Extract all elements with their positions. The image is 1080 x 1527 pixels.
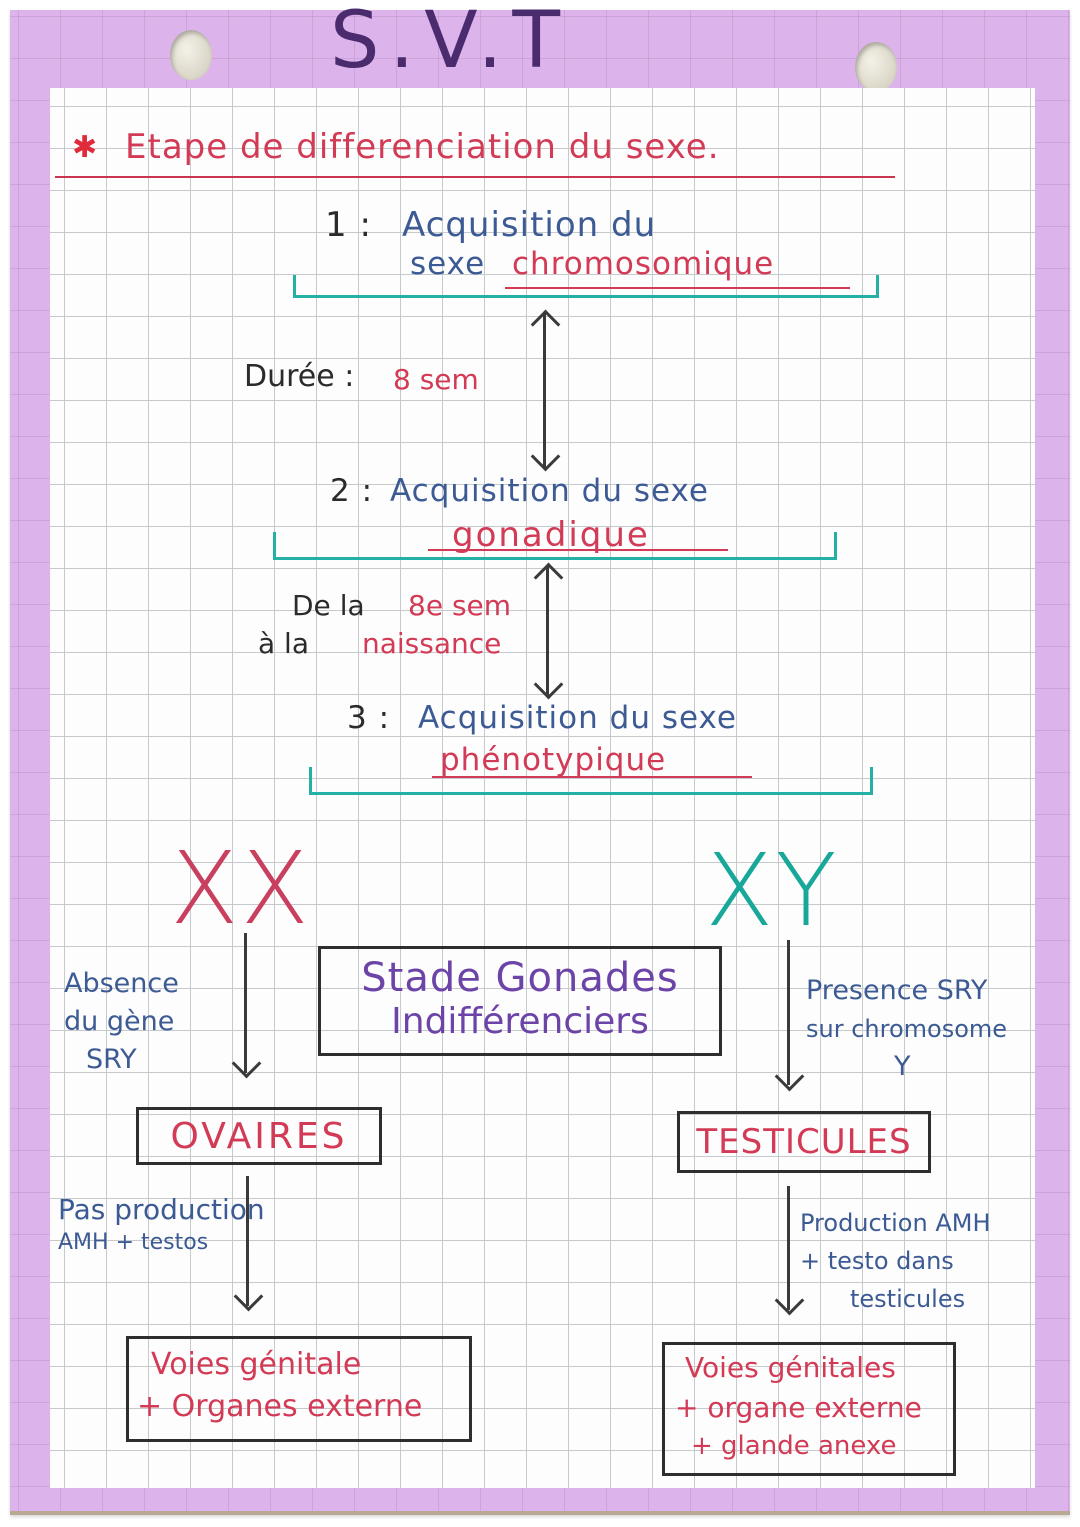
section-heading: Etape de differenciation du sexe.: [125, 127, 720, 167]
ovaries-label: OVAIRES: [170, 1116, 348, 1157]
male-result-line1: Voies génitales: [685, 1351, 896, 1384]
stage-1-underline: [505, 287, 850, 289]
double-arrow-1-2: [543, 312, 546, 467]
duration-2-line1-prefix: De la: [292, 589, 365, 622]
stage-1-highlight: chromosomique: [512, 246, 775, 282]
punch-hole-left: [170, 30, 212, 80]
male-hormones-line3: testicules: [850, 1285, 966, 1313]
duration-1-value: 8 sem: [393, 363, 479, 396]
heading-underline: [55, 176, 895, 178]
female-arrow-2: [246, 1176, 249, 1306]
stage-3-underline: [432, 776, 752, 778]
female-hormones-line1: Pas production: [58, 1193, 265, 1226]
bullet-star-icon: ✱: [72, 130, 98, 165]
stage-1-number: 1 :: [325, 205, 372, 245]
stage-2-bracket: [273, 532, 837, 560]
stage-1-bracket: [293, 275, 879, 298]
male-result-line2: + organe externe: [675, 1391, 922, 1424]
subject-title: S.V.T: [330, 0, 571, 86]
karyotype-male: XY: [705, 832, 839, 949]
male-condition-line2: sur chromosome: [806, 1015, 1008, 1043]
center-box-line2: Indifférenciers: [391, 1001, 649, 1042]
stage-2-line1: Acquisition du sexe: [390, 473, 709, 509]
stage-3-number: 3 :: [347, 700, 391, 736]
male-condition-line3: Y: [894, 1051, 911, 1082]
stage-1-sexe: sexe: [410, 246, 486, 282]
stage-1-line1: Acquisition du: [402, 205, 657, 245]
duration-2-line1-value: 8e sem: [408, 589, 512, 622]
male-arrow-1: [787, 940, 790, 1085]
female-condition: Absence du gène SRY: [64, 965, 179, 1079]
center-box-line1: Stade Gonades: [361, 955, 679, 1001]
stage-3-line1: Acquisition du sexe: [418, 700, 737, 736]
double-arrow-2-3: [546, 565, 549, 695]
male-arrow-2: [787, 1186, 790, 1310]
stage-3-highlight: phénotypique: [440, 742, 667, 778]
male-hormones-line2: + testo dans: [800, 1247, 954, 1275]
testes-label: TESTICULES: [696, 1122, 912, 1162]
male-condition-line1: Presence SRY: [806, 975, 988, 1006]
male-result-line3: + glande anexe: [691, 1431, 897, 1461]
stage-2-number: 2 :: [330, 473, 374, 509]
duration-2-line2-prefix: à la: [258, 627, 309, 660]
duration-2-line2-value: naissance: [362, 627, 502, 660]
male-result-box: Voies génitales + organe externe + gland…: [662, 1342, 956, 1476]
male-hormones-line1: Production AMH: [800, 1209, 991, 1237]
karyotype-female: XX: [170, 830, 312, 947]
stage-2-highlight: gonadique: [452, 515, 650, 555]
male-hormones: Production AMH + testo dans testicules: [800, 1204, 991, 1318]
duration-1-label: Durée :: [244, 359, 355, 394]
male-condition: Presence SRY sur chromosome Y: [806, 972, 1007, 1086]
punch-hole-right: [855, 42, 897, 92]
female-result-line2: + Organes externe: [137, 1389, 423, 1424]
ovaries-box: OVAIRES: [136, 1107, 382, 1165]
female-condition-line3: SRY: [86, 1044, 137, 1075]
female-hormones: Pas production AMH + testos: [58, 1193, 265, 1255]
undifferentiated-gonads-box: Stade Gonades Indifférenciers: [318, 946, 722, 1056]
female-hormones-line2: AMH + testos: [58, 1230, 209, 1255]
female-result-line1: Voies génitale: [151, 1347, 362, 1382]
female-condition-line1: Absence: [64, 968, 179, 999]
female-result-box: Voies génitale + Organes externe: [126, 1336, 472, 1442]
female-arrow-1: [244, 933, 247, 1073]
stage-2-underline: [428, 549, 728, 551]
stage-3-bracket: [309, 767, 873, 795]
female-condition-line2: du gène: [64, 1006, 175, 1037]
testes-box: TESTICULES: [677, 1111, 931, 1173]
